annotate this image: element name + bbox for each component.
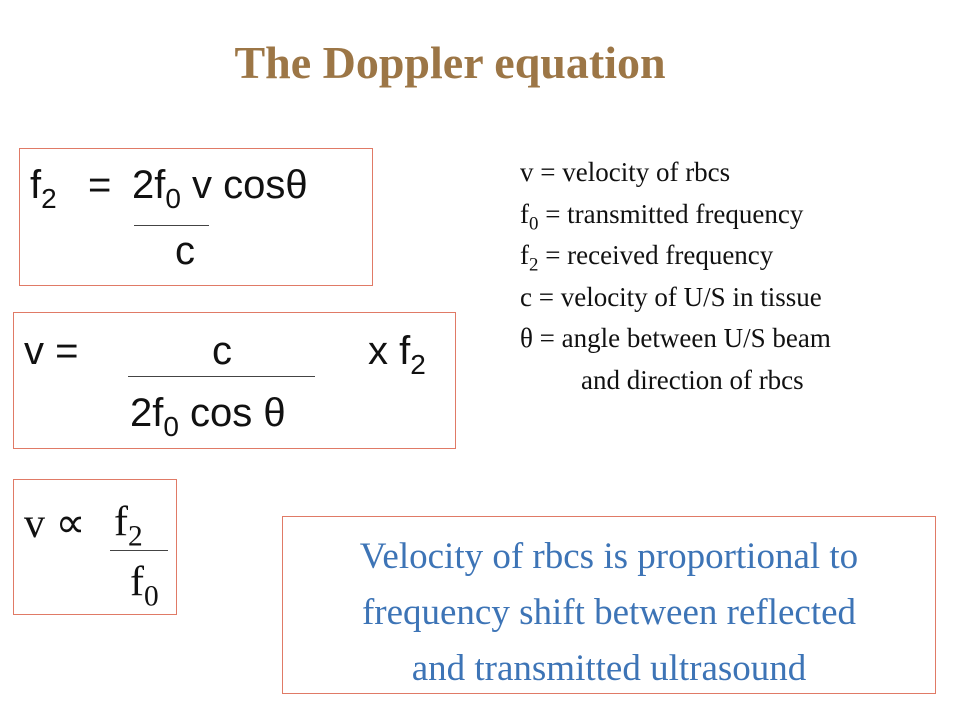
legend-angle: θ = angle between U/S beam [520, 323, 831, 353]
proportionality-box: v ∝ f2 f0 [13, 479, 177, 615]
legend-speed-of-sound: c = velocity of U/S in tissue [520, 281, 822, 312]
eq1-fraction-bar [134, 225, 209, 226]
legend-f0-sub: 0 [529, 213, 539, 235]
eq1-lhs-sub: 2 [41, 182, 57, 214]
eq2-lhs: v = [24, 329, 79, 373]
variable-legend: v = velocity of rbcs f0 = transmitted fr… [520, 152, 831, 401]
eq3-numerator: f2 [114, 498, 143, 551]
eq3-lhs: v ∝ [24, 501, 86, 547]
legend-transmitted: f0 = transmitted frequency [520, 194, 831, 236]
legend-angle-continued: and direction of rbcs [581, 364, 804, 395]
eq1-equals: = [88, 163, 112, 207]
summary-line-3: and transmitted ultrasound [411, 648, 807, 689]
eq2-times: x f [368, 329, 411, 373]
eq2-numerator: c [212, 329, 232, 373]
legend-f0-text: = transmitted frequency [538, 198, 804, 229]
summary-text: Velocity of rbcs is proportional to freq… [283, 529, 935, 697]
eq2-times-f2: x f2 [368, 329, 426, 378]
eq3-num-sub: 2 [128, 520, 143, 553]
eq2-denominator: 2f0 cos θ [130, 391, 286, 440]
legend-received: f2 = received frequency [520, 235, 831, 277]
eq1-num-sub: 0 [165, 182, 181, 214]
eq3-den-base: f [130, 559, 144, 605]
eq2-times-sub: 2 [410, 348, 426, 380]
legend-f2-sub: 2 [529, 254, 539, 276]
legend-f0-base: f [520, 198, 529, 229]
eq3-denominator: f0 [130, 558, 159, 611]
eq1-lhs: f2 [30, 163, 57, 212]
eq3-num-base: f [114, 499, 128, 545]
eq1-numerator: 2f0 v cosθ [132, 163, 308, 212]
slide-title: The Doppler equation [234, 37, 666, 88]
velocity-equation-box: v = c 2f0 cos θ x f2 [13, 312, 456, 449]
eq1-denominator: c [175, 229, 195, 273]
legend-velocity: v = velocity of rbcs [520, 157, 731, 187]
eq1-lhs-base: f [30, 163, 42, 207]
eq2-den-coef: 2f [130, 391, 164, 435]
eq2-fraction-bar [128, 376, 315, 377]
eq3-fraction-bar [110, 550, 168, 551]
eq1-num-coef: 2f [132, 163, 166, 207]
eq1-num-rest: v cosθ [180, 163, 308, 207]
summary-line-2: frequency shift between reflected [361, 592, 857, 633]
eq3-den-sub: 0 [144, 580, 159, 613]
summary-box: Velocity of rbcs is proportional to freq… [282, 516, 936, 694]
eq2-den-sub: 0 [163, 410, 179, 442]
legend-f2-text: = received frequency [538, 240, 774, 270]
summary-line-1: Velocity of rbcs is proportional to [359, 536, 859, 577]
legend-f2-base: f [520, 240, 529, 270]
doppler-shift-equation-box: f2 = 2f0 v cosθ c [19, 148, 373, 286]
eq2-den-rest: cos θ [178, 391, 286, 435]
